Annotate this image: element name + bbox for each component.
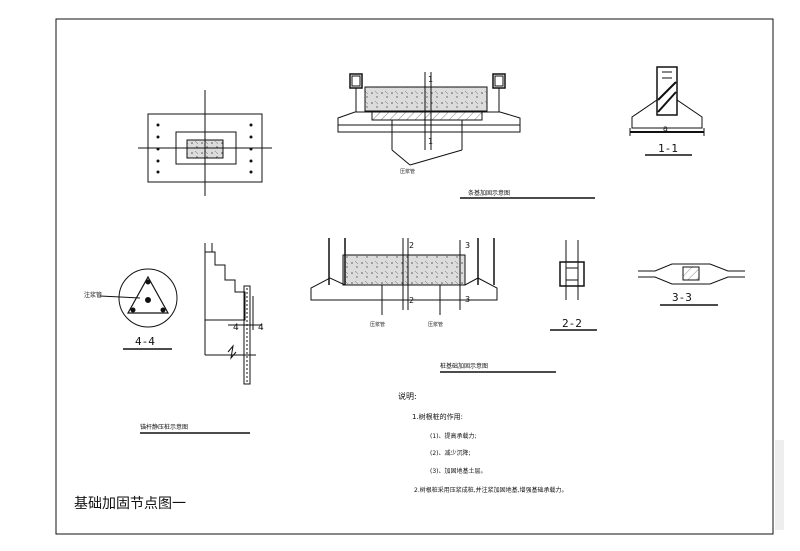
left-caption: 锚杆静压桩示意图 — [140, 423, 188, 431]
dim-a-label: a — [663, 124, 668, 133]
strip-footing-elevation — [337, 72, 595, 199]
notes-sub-1: (1)、提高承载力; — [430, 432, 477, 440]
sheet-border — [55, 18, 774, 535]
mark-3-top: 3 — [465, 241, 470, 250]
notes-item-1: 1.树根桩的作用: — [412, 412, 463, 421]
section-3-3-drawing — [638, 263, 745, 306]
notes-sub-2: (2)、减少沉降; — [430, 449, 471, 457]
notes-block: 说明: 1.树根桩的作用: (1)、提高承载力; (2)、减少沉降; (3)、加… — [398, 391, 568, 494]
grout-pipe-label: 注浆管 — [84, 291, 102, 299]
anchor-pile-elevation — [140, 243, 262, 434]
pressure-pipe-label-left: 压浆管 — [370, 321, 385, 328]
mark-4-right: 4 — [258, 323, 264, 333]
pile-plan-view — [138, 90, 272, 196]
mark-1-bottom: 1 — [428, 137, 433, 146]
section-1-1-drawing — [629, 66, 705, 156]
top-center-caption: 条基加固示意图 — [468, 189, 510, 197]
sheet-title: 基础加固节点图一 — [74, 495, 186, 512]
section-4-4-label: 4-4 — [135, 335, 155, 348]
mark-3-bottom: 3 — [465, 295, 470, 304]
notes-item-2: 2.树根桩采用压浆成桩,并注浆加固地基,增强基础承载力。 — [414, 486, 568, 494]
mark-2-bottom: 2 — [409, 296, 414, 305]
pressure-pipe-label-right: 压浆管 — [428, 321, 443, 328]
section-1-1-label: 1-1 — [658, 142, 678, 155]
mark-4-left: 4 — [233, 323, 239, 333]
section-2-2-drawing — [550, 240, 597, 331]
mark-2-top: 2 — [409, 241, 414, 250]
section-4-4-drawing — [99, 268, 178, 350]
mark-1-top: 1 — [428, 75, 433, 84]
pressure-pipe-label-top: 压浆管 — [400, 168, 415, 175]
mid-center-caption: 桩基础加固示意图 — [440, 362, 488, 370]
notes-sub-3: (3)、加固地基土层。 — [430, 467, 487, 475]
notes-heading: 说明: — [398, 391, 417, 401]
section-2-2-label: 2-2 — [562, 317, 582, 330]
section-3-3-label: 3-3 — [672, 291, 692, 304]
pile-foundation-elevation — [310, 238, 556, 373]
